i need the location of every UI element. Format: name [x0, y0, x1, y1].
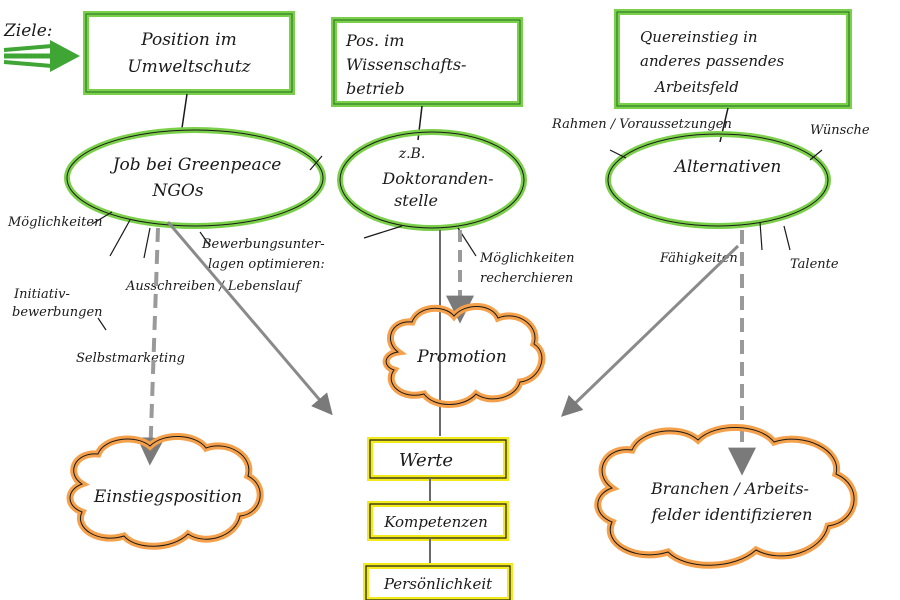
ziele-arrow: [3, 40, 80, 72]
cloud-branchen-line2: felder identifizieren: [651, 505, 813, 524]
connector-goal1: [181, 93, 188, 129]
box-persoenlichkeit-label: Persönlichkeit: [383, 575, 493, 593]
annot-moeglichkeiten-mid-line1: Möglichkeiten: [479, 251, 574, 266]
annot-rahmen: Rahmen / Voraussetzungen: [551, 117, 732, 132]
ellipse-greenpeace: Job bei Greenpeace NGOs: [64, 127, 326, 229]
annot-selbstmarketing: Selbstmarketing: [76, 351, 185, 366]
ellipse-alternativen: Alternativen: [605, 131, 831, 229]
box-kompetenzen: Kompetenzen: [367, 501, 509, 541]
arrow-alternativen-to-center: [560, 244, 740, 417]
goal-3-line2: anderes passendes: [640, 52, 785, 70]
ellipse-2-line0: z.B.: [398, 146, 426, 162]
arrow-greenpeace-to-einstieg: [136, 227, 165, 466]
goal-box-wissenschaft: Pos. im Wissenschafts- betrieb: [331, 17, 523, 107]
goal-3-line1: Quereinstieg in: [640, 28, 758, 46]
ellipse-3-line1: Alternativen: [673, 157, 782, 177]
annot-moeglichkeiten-mid-line2: recherchieren: [480, 271, 573, 286]
cloud-branchen-line1: Branchen / Arbeits-: [650, 479, 809, 498]
annot-initiativ-line1: Initiativ-: [13, 287, 70, 302]
annot-moeglichkeiten-left: Möglichkeiten: [7, 215, 102, 230]
annot-initiativ-line2: bewerbungen: [12, 305, 103, 320]
annot-ausschreiben: Ausschreiben / Lebenslauf: [125, 279, 303, 294]
box-kompetenzen-label: Kompetenzen: [383, 513, 488, 531]
annot-bewerbung-line2: lagen optimieren:: [208, 257, 325, 272]
cloud-einstieg-label: Einstiegsposition: [93, 487, 242, 507]
cloud-promotion-label: Promotion: [416, 347, 507, 367]
goal-3-line3: Arbeitsfeld: [653, 78, 739, 96]
cloud-einstieg: Einstiegsposition: [66, 432, 264, 550]
goal-2-line2: Wissenschafts-: [346, 55, 466, 74]
ellipse-2-line1: Doktoranden-: [381, 169, 493, 188]
annot-talente: Talente: [790, 257, 839, 272]
goal-1-line2: Umweltschutz: [127, 57, 251, 77]
annotation-lines: [91, 149, 823, 331]
goal-box-umweltschutz: Position im Umweltschutz: [83, 11, 295, 95]
ellipse-1-line1: Job bei Greenpeace: [110, 155, 282, 175]
cloud-promotion: Promotion: [382, 303, 546, 408]
ellipse-doktorand: z.B. Doktoranden- stelle: [337, 129, 527, 231]
cloud-branchen: Branchen / Arbeits- felder identifiziere…: [594, 424, 858, 569]
box-werte-label: Werte: [399, 450, 453, 471]
annot-faehigkeiten: Fähigkeiten: [659, 251, 738, 266]
goal-box-quereinstieg: Quereinstieg in anderes passendes Arbeit…: [614, 9, 852, 109]
ellipse-2-line2: stelle: [394, 191, 438, 210]
arrow-greenpeace-to-center: [166, 221, 333, 416]
goal-1-line1: Position im: [140, 30, 237, 50]
annot-wuensche: Wünsche: [810, 123, 870, 138]
goal-2-line1: Pos. im: [345, 31, 404, 50]
ziele-label: Ziele:: [3, 21, 53, 41]
box-persoenlichkeit: Persönlichkeit: [363, 563, 513, 600]
goal-2-line3: betrieb: [346, 79, 405, 98]
annot-bewerbung-line1: Bewerbungsunter-: [201, 237, 325, 252]
ellipse-1-line2: NGOs: [151, 181, 203, 201]
box-werte: Werte: [367, 437, 509, 481]
